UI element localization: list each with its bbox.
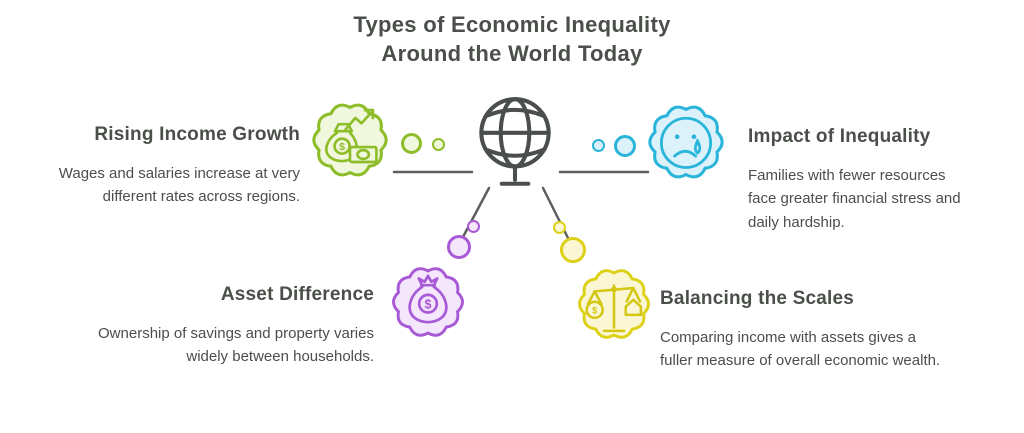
connector-dot-blue-small	[592, 139, 605, 152]
item-balance-heading: Balancing the Scales	[660, 288, 855, 309]
page-title-line1: Types of Economic Inequality	[353, 12, 671, 37]
item-asset-difference: Asset Difference Ownership of savings an…	[72, 284, 374, 369]
dollar-glyph: $	[424, 297, 431, 311]
connector-dot-yellow-small	[553, 221, 566, 234]
dollar-glyph: $	[592, 306, 597, 316]
globe-icon	[479, 97, 551, 186]
item-asset-body: Ownership of savings and property varies…	[98, 325, 374, 366]
item-balance-body: Comparing income with assets gives a ful…	[660, 329, 941, 370]
connector-dot-yellow-large	[560, 237, 586, 263]
item-inequality-impact: Impact of Inequality Families with fewer…	[748, 126, 976, 234]
money-bag-growth-icon: $	[312, 103, 388, 177]
connector-dot-green-small	[432, 138, 445, 151]
item-income-heading: Rising Income Growth	[94, 124, 300, 145]
item-impact-body: Families with fewer resources face great…	[748, 167, 961, 231]
connector-dot-purple-small	[467, 220, 480, 233]
page-title-line2: Around the World Today	[381, 41, 643, 67]
page-title: Types of Economic Inequality Around the …	[0, 10, 1024, 69]
sad-face-tear-icon	[648, 105, 724, 179]
money-bag-icon: $	[392, 267, 464, 337]
blob-impact	[642, 98, 730, 186]
item-impact-heading: Impact of Inequality	[748, 126, 931, 147]
blob-asset: $	[386, 260, 470, 344]
blob-balance: $	[572, 262, 656, 346]
connector-dot-green-large	[401, 133, 422, 154]
center-globe	[468, 90, 562, 196]
balance-scale-icon: $	[578, 269, 650, 339]
connector-dot-purple-large	[447, 235, 471, 259]
item-balancing-scales: Balancing the Scales Comparing income wi…	[660, 288, 952, 373]
item-income-body: Wages and salaries increase at very diff…	[58, 165, 300, 206]
item-income-growth: Rising Income Growth Wages and salaries …	[8, 124, 300, 209]
dollar-glyph: $	[339, 141, 345, 153]
blob-income: $	[306, 96, 394, 184]
connector-dot-blue-large	[614, 135, 636, 157]
item-asset-heading: Asset Difference	[220, 284, 374, 305]
